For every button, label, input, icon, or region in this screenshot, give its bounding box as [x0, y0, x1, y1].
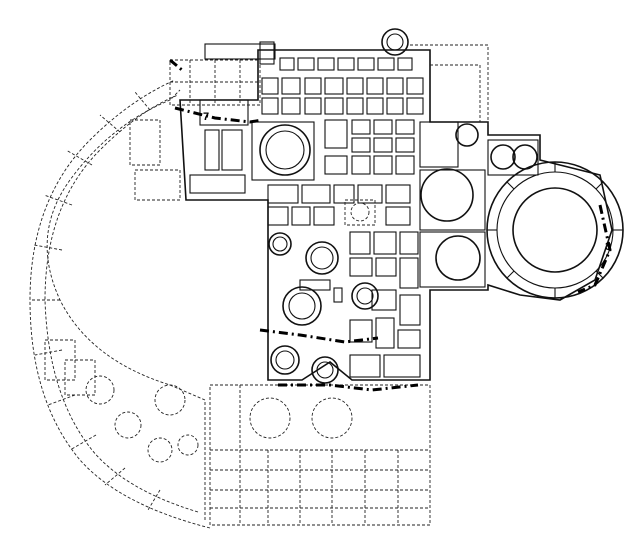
excavation-boundary — [169, 58, 612, 392]
eastern-block — [419, 121, 539, 288]
round-structures — [268, 232, 379, 384]
well-top — [381, 28, 409, 56]
northern-band — [169, 44, 489, 226]
room-grid-central — [267, 184, 421, 378]
excavated-core — [179, 28, 624, 384]
southern-grid — [209, 384, 431, 526]
top-cells — [204, 41, 413, 71]
reconstructed-area — [29, 44, 489, 529]
room-grid-upper — [261, 77, 424, 175]
southwest-circles — [85, 375, 199, 463]
north-marker-label: 7 — [203, 111, 209, 123]
left-block — [189, 99, 249, 194]
cistern-northwest — [251, 121, 315, 181]
east-marker-label: 3 — [605, 241, 611, 253]
round-tower — [486, 161, 624, 299]
